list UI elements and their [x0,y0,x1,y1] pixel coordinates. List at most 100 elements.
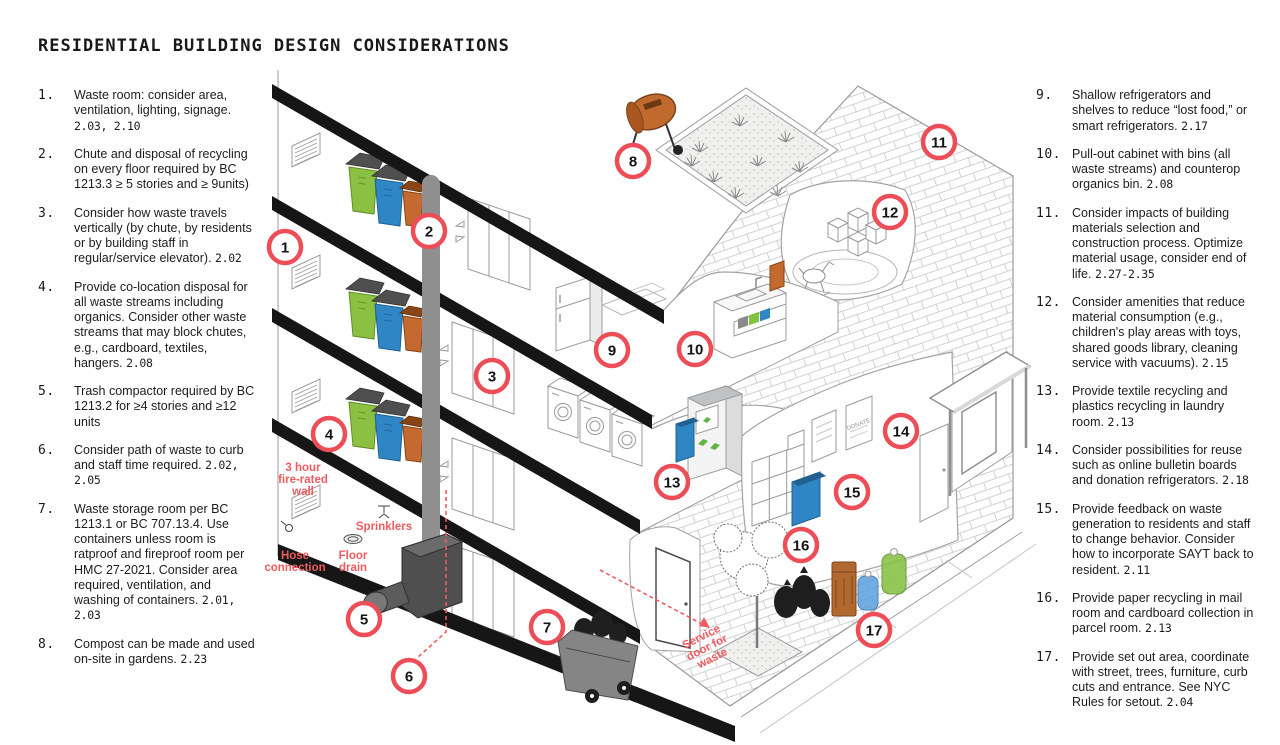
note-text: Compost can be made and used on-site in … [74,636,255,666]
svg-text:6: 6 [405,669,413,686]
svg-text:7: 7 [543,620,551,637]
plastics-recycling-bin [675,417,699,463]
right-notes-column: 9. Shallow refrigerators and shelves to … [1036,88,1254,724]
paper-recycling-bin [791,471,826,527]
svg-text:4: 4 [325,427,334,444]
diagram-marker-7: 7 [528,608,566,646]
note-number: 2. [38,146,55,162]
svg-text:2: 2 [425,224,433,241]
note-text: Shallow refrigerators and shelves to red… [1072,88,1248,133]
note-number: 16. [1036,590,1061,606]
note-item: 12. Consider amenities that reduce mater… [1036,295,1254,371]
diagram-marker-3: 3 [473,357,511,395]
waste-path-dashed [416,490,703,659]
note-number: 5. [38,384,55,399]
waste-path-arrowhead [699,617,710,628]
laundry-floor-opening [547,372,813,533]
diagram-marker-11: 11 [920,123,958,161]
note-text: Waste room: consider area, ventilation, … [74,88,232,133]
roof-garden [655,87,839,214]
entrance-canopy [928,351,1032,496]
note-text: Provide textile recycling and plastics r… [1072,384,1228,429]
svg-text:16: 16 [793,538,810,555]
trash-compactor [363,533,464,619]
recycling-bag-green [881,548,907,595]
note-number: 7. [38,501,55,517]
refrigerator [555,276,603,352]
play-rug [792,249,898,295]
note-item: 10. Pull-out cabinet with bins (all wast… [1036,147,1254,193]
note-number: 3. [38,205,55,221]
note-text: Provide set out area, coordinate with st… [1072,649,1250,710]
note-number: 6. [38,442,55,458]
diagram-marker-8: 8 [614,142,652,180]
svg-text:3: 3 [488,369,496,386]
faucet-icon [755,276,763,288]
note-number: 14. [1036,442,1061,458]
note-item: 3. Consider how waste travels vertically… [38,206,258,267]
recycling-bag-blue [857,570,879,611]
diagram-marker-12: 12 [871,193,909,231]
note-item: 4. Provide co-location disposal for all … [38,280,258,372]
svg-text:13: 13 [664,475,681,492]
svg-text:1: 1 [281,240,289,257]
note-item: 1. Waste room: consider area, ventilatio… [38,88,258,134]
diagram-marker-17: 17 [855,611,893,649]
mail-cubbies [751,429,805,527]
note-number: 11. [1036,205,1061,221]
note-text: Waste storage room per BC 1213.1 or BC 7… [74,501,245,623]
svg-text:12: 12 [882,205,899,222]
note-text: Provide paper recycling in mail room and… [1072,590,1254,636]
page-title: RESIDENTIAL BUILDING DESIGN CONSIDERATIO… [38,36,510,56]
svg-text:9: 9 [608,343,616,360]
diagram-marker-4: 4 [310,415,348,453]
diagram-marker-6: 6 [390,657,428,695]
note-item: 16. Provide paper recycling in mail room… [1036,591,1254,637]
note-text: Pull-out cabinet with bins (all waste st… [1072,146,1241,192]
svg-text:8: 8 [629,154,637,171]
note-item: 9. Shallow refrigerators and shelves to … [1036,88,1254,134]
note-number: 4. [38,279,55,295]
note-text: Consider possibilities for reuse such as… [1072,442,1249,488]
note-number: 15. [1036,501,1061,517]
note-item: 13. Provide textile recycling and plasti… [1036,384,1254,430]
note-item: 5. Trash compactor required by BC 1213.2… [38,384,258,430]
lobby-door [919,423,949,523]
svg-text:17: 17 [866,623,883,640]
diagram-marker-13: 13 [653,463,691,501]
sink-basin [734,288,768,302]
note-number: 17. [1036,649,1061,665]
svg-text:15: 15 [844,485,861,502]
note-item: 17. Provide set out area, coordinate wit… [1036,650,1254,711]
note-item: 14. Consider possibilities for reuse suc… [1036,443,1254,489]
service-door [655,546,691,649]
note-number: 9. [1036,88,1053,103]
note-item: 7. Waste storage room per BC 1213.1 or B… [38,502,258,624]
note-item: 11. Consider impacts of building materia… [1036,206,1254,282]
trash-bag [810,589,830,617]
diagram-marker-16: 16 [782,526,820,564]
note-number: 1. [38,88,55,103]
donate-poster: DONATE [845,395,873,451]
sprinklers-label: Sprinklers [356,521,412,533]
diagram-marker-2: 2 [410,212,448,250]
note-text: Consider amenities that reduce material … [1072,294,1246,370]
trash-bag [792,575,816,609]
diagram-marker-14: 14 [882,412,920,450]
note-text: Consider path of waste to curb and staff… [74,442,244,488]
note-number: 12. [1036,294,1061,310]
left-notes-column: 1. Waste room: consider area, ventilatio… [38,88,258,680]
diagram-marker-1: 1 [266,228,304,266]
diagram-marker-9: 9 [593,331,631,369]
organics-bin [831,561,857,617]
note-item: 8. Compost can be made and used on-site … [38,637,258,668]
street-tree [712,521,804,677]
note-item: 15. Provide feedback on waste generation… [1036,502,1254,578]
trash-chute [422,175,440,560]
